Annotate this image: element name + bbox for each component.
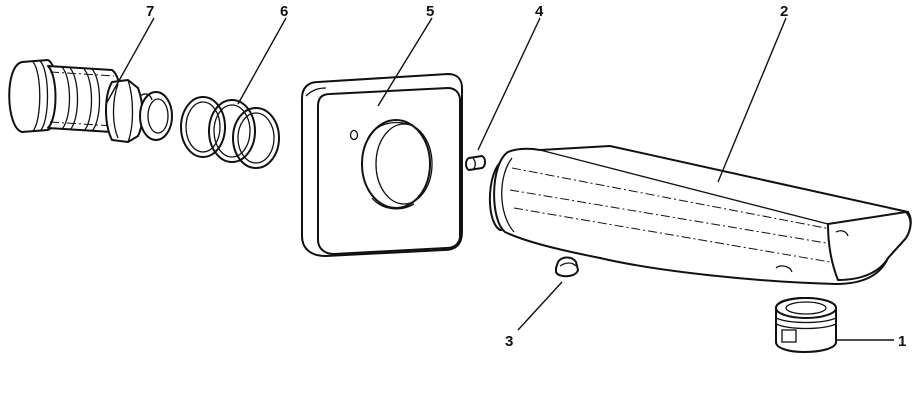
callout-5: 5 xyxy=(426,3,434,20)
pin-part xyxy=(465,155,486,171)
leader-lines xyxy=(105,17,894,341)
callout-2: 2 xyxy=(780,3,788,20)
connector-part xyxy=(8,59,173,143)
callout-4: 4 xyxy=(535,3,544,20)
cover-plate-part xyxy=(301,73,463,257)
callout-6: 6 xyxy=(280,3,288,20)
o-rings-part xyxy=(180,96,280,169)
callout-7: 7 xyxy=(146,3,154,20)
spout-part xyxy=(488,145,912,285)
set-screw-part xyxy=(555,256,579,278)
aerator-part xyxy=(775,297,837,353)
callout-3: 3 xyxy=(505,333,513,350)
callout-1: 1 xyxy=(898,333,906,350)
